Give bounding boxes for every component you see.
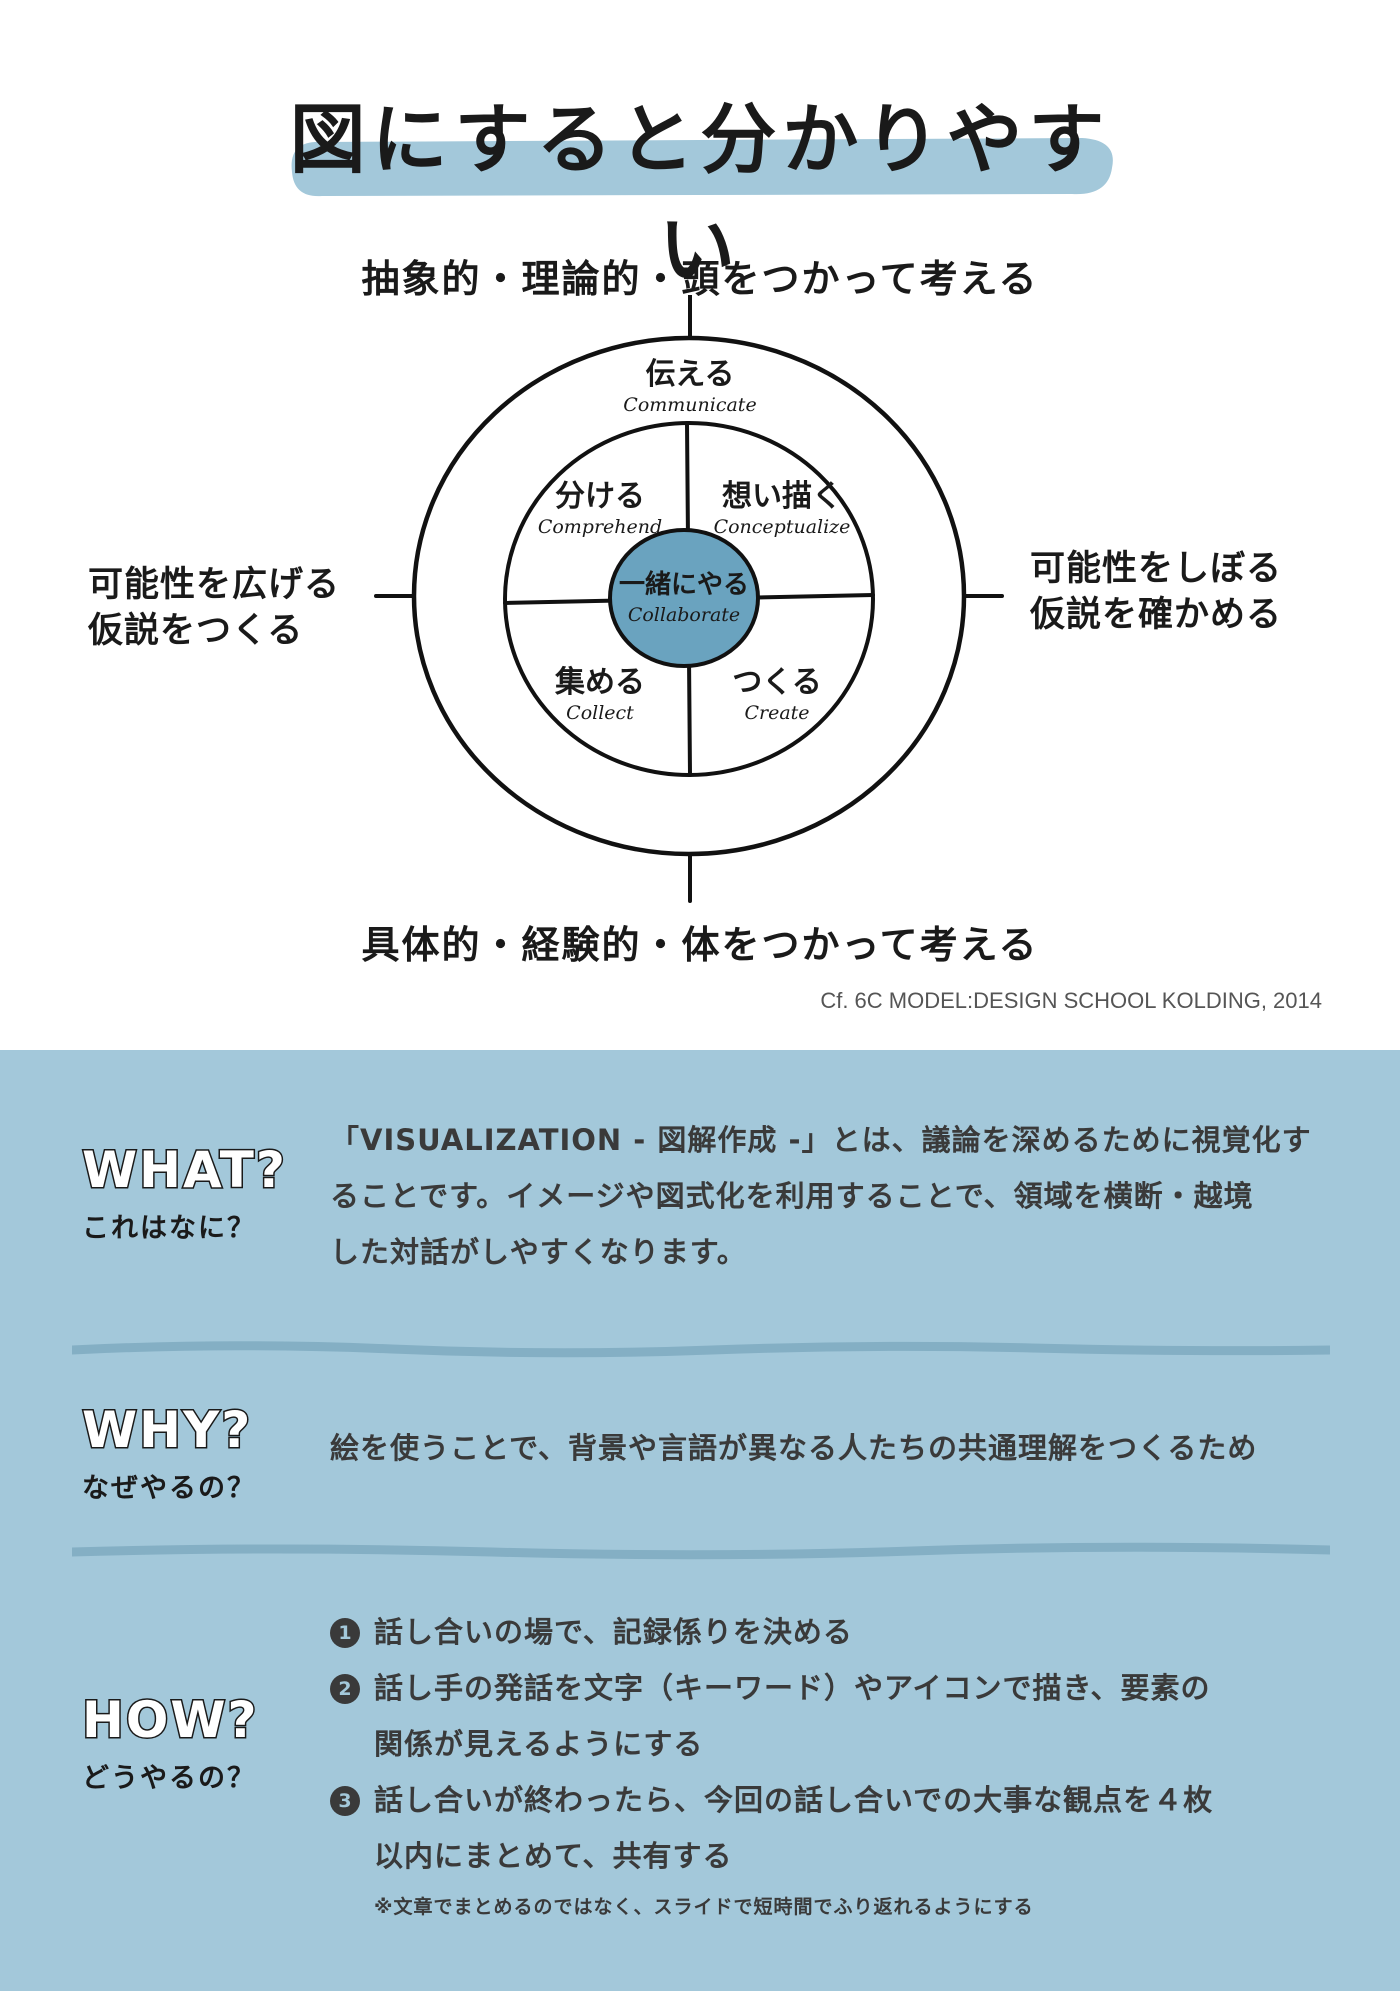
how-subtitle: どうやるの？ bbox=[82, 1763, 256, 1794]
label-communicate-jp: 伝える bbox=[645, 357, 735, 392]
source-credit: Cf. 6C MODEL:DESIGN SCHOOL KOLDING, 2014 bbox=[820, 988, 1322, 1013]
how-heading: HOW? どうやるの？ bbox=[81, 1690, 259, 1795]
label-conceptualize: 想い描く Conceptualize bbox=[692, 479, 872, 539]
why-subtitle: なぜやるの？ bbox=[82, 1473, 256, 1504]
what-line: した対話がしやすくなります。 bbox=[330, 1235, 747, 1269]
bottom-axis-caption: 具体的・経験的・体をつかって考える bbox=[361, 923, 1039, 967]
label-create-jp: つくる bbox=[732, 665, 822, 700]
explanation-panel: WHAT? これはなに？ 「VISUALIZATION - 図解作成 -」とは、… bbox=[0, 1050, 1400, 1991]
left-caption-line: 仮説をつくる bbox=[88, 611, 304, 651]
label-collaborate: 一緒にやる Collaborate bbox=[604, 567, 764, 627]
step-number-badge: 2 bbox=[330, 1674, 360, 1704]
why-heading: WHY? なぜやるの？ bbox=[81, 1400, 256, 1505]
step-number-badge: 3 bbox=[330, 1786, 360, 1816]
what-line: ることです。イメージや図式化を利用することで、領域を横断・越境 bbox=[330, 1179, 1254, 1213]
page-title: 図にすると分かりやすい bbox=[289, 95, 1111, 294]
label-communicate: 伝える Communicate bbox=[590, 357, 790, 417]
center-circle bbox=[608, 528, 760, 668]
diagram-shapes bbox=[374, 295, 1004, 903]
left-caption-line: 可能性を広げる bbox=[88, 565, 341, 605]
step-line: 話し手の発話を文字（キーワード）やアイコンで描き、要素の bbox=[374, 1671, 1211, 1705]
label-comprehend-jp: 分ける bbox=[555, 479, 645, 514]
label-create: つくる Create bbox=[692, 665, 862, 725]
how-step: 3 話し合いが終わったら、今回の話し合いでの大事な観点を４枚 以内にまとめて、共… bbox=[330, 1772, 1330, 1884]
label-communicate-en: Communicate bbox=[623, 394, 757, 416]
6c-model-diagram: 伝える Communicate 分ける Comprehend 想い描く Conc… bbox=[360, 295, 1020, 905]
step-line: 関係が見えるようにする bbox=[374, 1727, 704, 1761]
what-title: WHAT? bbox=[81, 1140, 287, 1201]
right-axis-caption: 可能性をしぼる 仮説を確かめる bbox=[1030, 546, 1330, 638]
label-collaborate-jp: 一緒にやる bbox=[618, 570, 749, 600]
right-caption-line: 仮説を確かめる bbox=[1030, 595, 1283, 635]
how-body: 1 話し合いの場で、記録係りを決める 2 話し手の発話を文字（キーワード）やアイ… bbox=[330, 1604, 1330, 1922]
label-collect-jp: 集める bbox=[555, 665, 645, 700]
title-block: 図にすると分かりやすい bbox=[270, 70, 1130, 294]
what-line: 「VISUALIZATION - 図解作成 -」とは、議論を深めるために視覚化す bbox=[330, 1123, 1312, 1157]
title-highlight bbox=[291, 138, 1113, 197]
what-heading: WHAT? これはなに？ bbox=[81, 1140, 287, 1245]
what-subtitle: これはなに？ bbox=[82, 1213, 256, 1244]
label-conceptualize-en: Conceptualize bbox=[713, 516, 851, 538]
label-comprehend: 分ける Comprehend bbox=[520, 479, 680, 539]
step-line: 話し合いが終わったら、今回の話し合いでの大事な観点を４枚 bbox=[374, 1783, 1214, 1817]
diagram-area: 図にすると分かりやすい 抽象的・理論的・頭をつかって考える 可能性を広げる 仮説… bbox=[88, 70, 1330, 1013]
top-axis-caption: 抽象的・理論的・頭をつかって考える bbox=[361, 257, 1039, 301]
step-line: 話し合いの場で、記録係りを決める bbox=[374, 1615, 853, 1649]
what-body: 「VISUALIZATION - 図解作成 -」とは、議論を深めるために視覚化す… bbox=[330, 1112, 1330, 1280]
how-note: ※文章でまとめるのではなく、スライドで短時間でふり返れるようにする bbox=[374, 1896, 1034, 1918]
label-collect: 集める Collect bbox=[520, 665, 680, 725]
how-step: 2 話し手の発話を文字（キーワード）やアイコンで描き、要素の 関係が見えるように… bbox=[330, 1660, 1330, 1772]
step-line: 以内にまとめて、共有する bbox=[374, 1839, 733, 1873]
left-axis-caption: 可能性を広げる 仮説をつくる bbox=[88, 562, 388, 654]
label-conceptualize-jp: 想い描く bbox=[722, 479, 842, 514]
label-comprehend-en: Comprehend bbox=[537, 516, 663, 538]
label-collect-en: Collect bbox=[566, 702, 634, 724]
section-divider bbox=[72, 1542, 1330, 1560]
step-number-badge: 1 bbox=[330, 1618, 360, 1648]
how-step: 1 話し合いの場で、記録係りを決める bbox=[330, 1604, 1330, 1660]
label-create-en: Create bbox=[744, 702, 810, 724]
how-steps: 1 話し合いの場で、記録係りを決める 2 話し手の発話を文字（キーワード）やアイ… bbox=[330, 1604, 1330, 1884]
why-title: WHY? bbox=[81, 1400, 253, 1461]
section-divider bbox=[72, 1341, 1330, 1358]
right-caption-line: 可能性をしぼる bbox=[1030, 549, 1283, 589]
why-body: 絵を使うことで、背景や言語が異なる人たちの共通理解をつくるため bbox=[330, 1431, 1258, 1465]
how-title: HOW? bbox=[81, 1690, 259, 1751]
label-collaborate-en: Collaborate bbox=[627, 604, 741, 626]
